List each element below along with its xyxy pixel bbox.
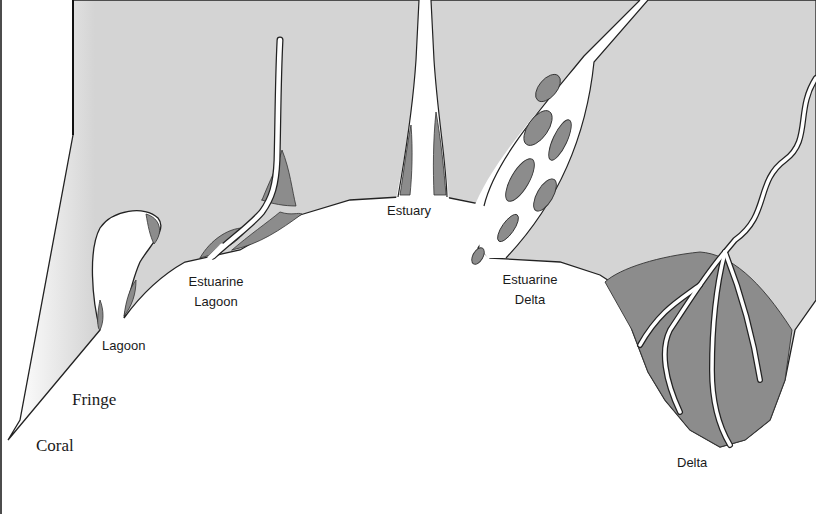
setting-label: Fringe [72, 390, 116, 410]
setting-label: Estuarine Lagoon [176, 272, 256, 312]
setting-label: Coral [36, 436, 74, 456]
setting-label: Delta [677, 453, 707, 473]
land [8, 0, 816, 447]
setting-label: Estuary [387, 201, 431, 221]
estuary [396, 0, 449, 199]
frame-line [72, 0, 74, 135]
estuarine-delta [469, 0, 648, 266]
setting-label: Estuarine Delta [490, 270, 570, 310]
delta [605, 78, 816, 447]
setting-label: Lagoon [102, 336, 145, 356]
estuarine-lagoon-channel [200, 40, 302, 258]
mangrove [98, 214, 160, 330]
frame-line [0, 0, 2, 514]
